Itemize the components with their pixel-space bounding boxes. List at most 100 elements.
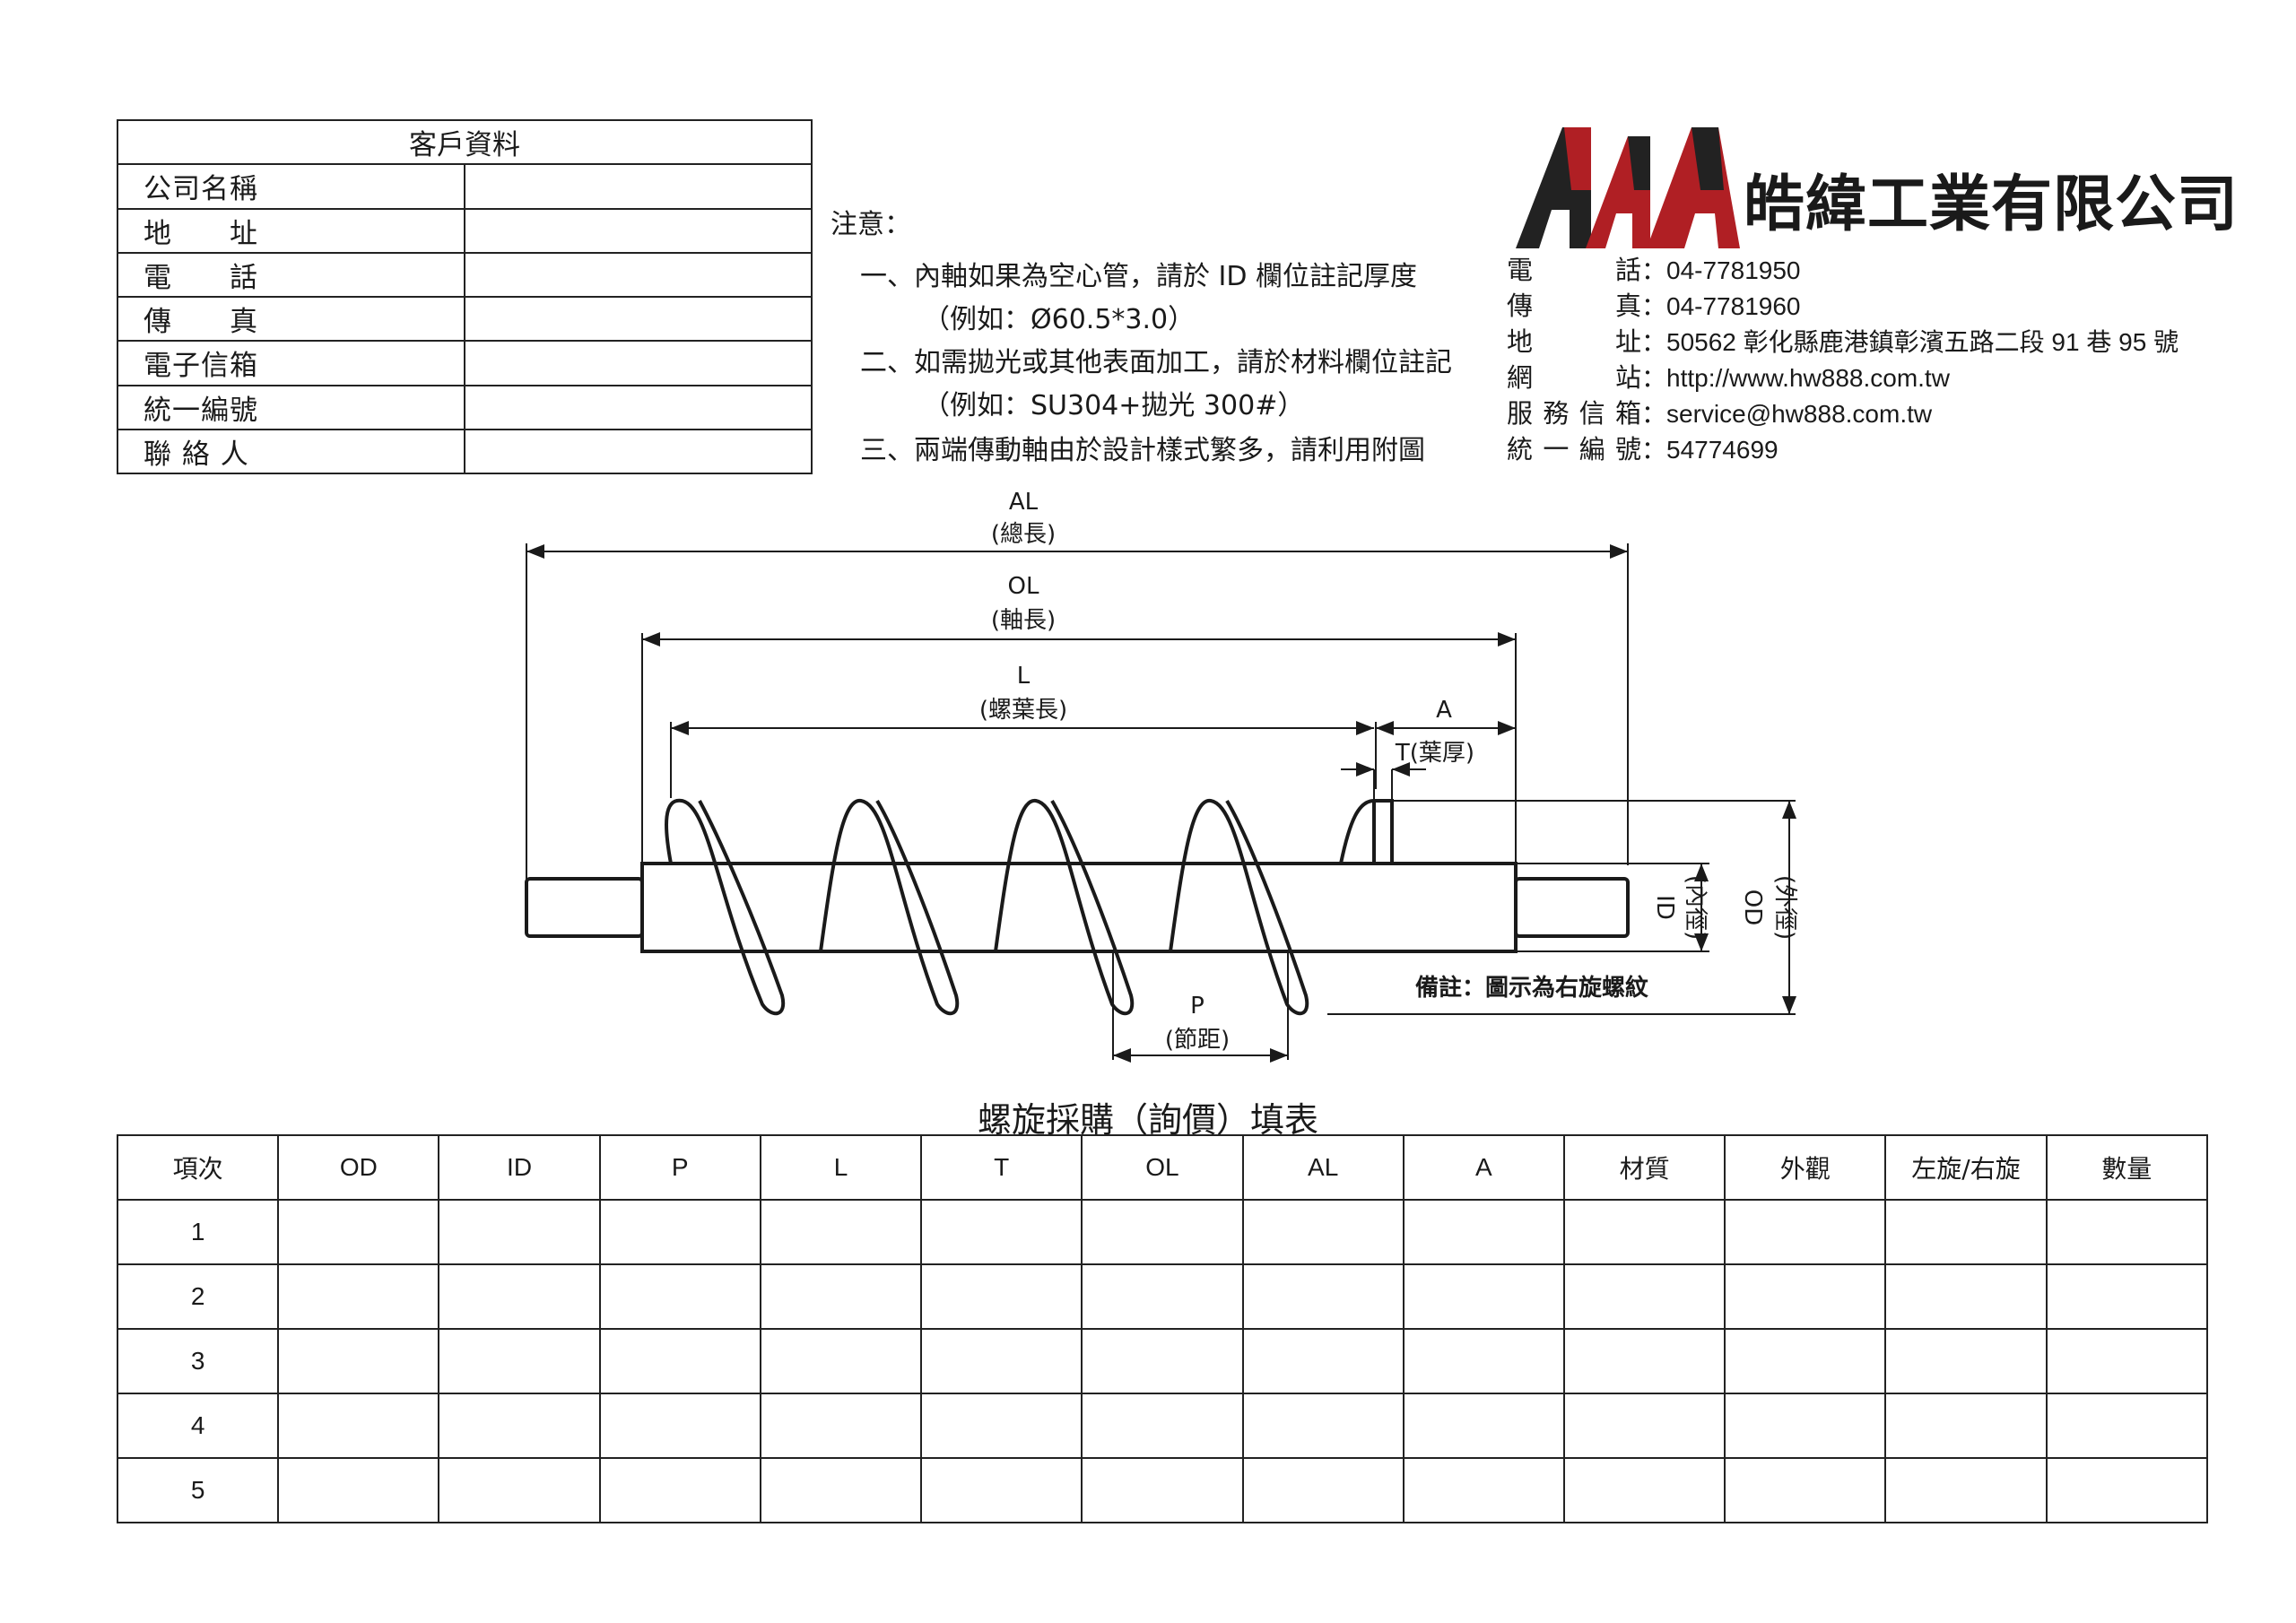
cell-id[interactable]	[438, 1199, 601, 1265]
cell-finish[interactable]	[1724, 1457, 1887, 1523]
company-name-label: 公司名稱	[117, 163, 465, 210]
table-row: 5	[116, 1457, 2209, 1523]
cell-ol[interactable]	[1081, 1457, 1244, 1523]
cell-l[interactable]	[759, 1263, 923, 1330]
cell-p[interactable]	[598, 1393, 761, 1459]
cell-id[interactable]	[438, 1263, 601, 1330]
cell-id[interactable]	[438, 1457, 601, 1523]
tax-id-label: 統一編號	[117, 384, 465, 430]
cell-od[interactable]	[277, 1199, 440, 1265]
cell-id[interactable]	[438, 1328, 601, 1394]
cell-material[interactable]	[1562, 1328, 1726, 1394]
cell-finish[interactable]	[1724, 1263, 1887, 1330]
website-link[interactable]: http://www.hw888.com.tw	[1666, 364, 1950, 392]
cell-p[interactable]	[598, 1328, 761, 1394]
cell-rotation[interactable]	[1884, 1457, 2048, 1523]
note-item: 二、如需拋光或其他表面加工，請於材料欄位註記 （例如：SU304+拋光 300#…	[860, 350, 1452, 420]
customer-info-table: 客戶資料 公司名稱 地 址 電 話 傳 真 電子信箱 統一編號 聯 絡 人	[117, 118, 813, 475]
cell-al[interactable]	[1241, 1263, 1405, 1330]
cell-ol[interactable]	[1081, 1393, 1244, 1459]
cell-material[interactable]	[1562, 1393, 1726, 1459]
row-number: 2	[116, 1263, 280, 1330]
cell-al[interactable]	[1241, 1328, 1405, 1394]
cell-rotation[interactable]	[1884, 1393, 2048, 1459]
cell-material[interactable]	[1562, 1199, 1726, 1265]
cell-t[interactable]	[920, 1263, 1083, 1330]
cell-l[interactable]	[759, 1457, 923, 1523]
table-row: 3	[116, 1328, 2209, 1394]
order-table: 項次 OD ID P L T OL AL A 材質 外觀 左旋/右旋 數量 1 …	[116, 1134, 2209, 1523]
cell-od[interactable]	[277, 1328, 440, 1394]
customer-row-contact: 聯 絡 人	[117, 428, 813, 475]
cell-od[interactable]	[277, 1263, 440, 1330]
contact-label: 傳 真	[1507, 291, 1641, 321]
cell-rotation[interactable]	[1884, 1199, 2048, 1265]
contact-row-website: 網 站：http://www.hw888.com.tw	[1507, 357, 1950, 393]
cell-rotation[interactable]	[1884, 1263, 2048, 1330]
cell-material[interactable]	[1562, 1263, 1726, 1330]
fax-field[interactable]	[464, 295, 813, 343]
cell-a[interactable]	[1402, 1393, 1565, 1459]
cell-l[interactable]	[759, 1393, 923, 1459]
row-number: 3	[116, 1328, 280, 1394]
cell-al[interactable]	[1241, 1457, 1405, 1523]
customer-row-fax: 傳 真	[117, 295, 813, 343]
row-number: 4	[116, 1393, 280, 1459]
cell-t[interactable]	[920, 1199, 1083, 1265]
cell-ol[interactable]	[1081, 1199, 1244, 1265]
cell-quantity[interactable]	[2045, 1457, 2209, 1523]
contact-row-phone: 電 話：04-7781950	[1507, 249, 1801, 285]
cell-quantity[interactable]	[2045, 1328, 2209, 1394]
od-code: OD	[1739, 890, 1766, 926]
contact-label: 電 話	[1507, 255, 1641, 285]
cell-p[interactable]	[598, 1457, 761, 1523]
phone-label: 電 話	[117, 251, 465, 299]
contact-row-address: 地 址：50562 彰化縣鹿港鎮彰濱五路二段 91 巷 95 號	[1507, 321, 2179, 357]
cell-finish[interactable]	[1724, 1393, 1887, 1459]
cell-a[interactable]	[1402, 1199, 1565, 1265]
cell-rotation[interactable]	[1884, 1328, 2048, 1394]
company-logo	[1516, 127, 1740, 248]
cell-l[interactable]	[759, 1328, 923, 1394]
al-code: AL	[1009, 489, 1039, 516]
col-header-finish: 外觀	[1724, 1134, 1887, 1201]
contact-sep: ：	[1641, 436, 1667, 464]
note-example: （例如：Ø60.5*3.0）	[923, 304, 1196, 335]
table-row: 4	[116, 1393, 2209, 1459]
cell-p[interactable]	[598, 1199, 761, 1265]
contact-value: 04-7781950	[1666, 256, 1801, 284]
cell-quantity[interactable]	[2045, 1199, 2209, 1265]
cell-al[interactable]	[1241, 1199, 1405, 1265]
address-field[interactable]	[464, 207, 813, 254]
cell-p[interactable]	[598, 1263, 761, 1330]
cell-ol[interactable]	[1081, 1263, 1244, 1330]
cell-od[interactable]	[277, 1393, 440, 1459]
col-header-item: 項次	[116, 1134, 280, 1201]
cell-al[interactable]	[1241, 1393, 1405, 1459]
email-field[interactable]	[464, 340, 813, 386]
cell-t[interactable]	[920, 1328, 1083, 1394]
cell-finish[interactable]	[1724, 1328, 1887, 1394]
cell-quantity[interactable]	[2045, 1263, 2209, 1330]
phone-field[interactable]	[464, 251, 813, 299]
cell-t[interactable]	[920, 1393, 1083, 1459]
cell-a[interactable]	[1402, 1457, 1565, 1523]
cell-material[interactable]	[1562, 1457, 1726, 1523]
tax-id-field[interactable]	[464, 384, 813, 430]
cell-od[interactable]	[277, 1457, 440, 1523]
cell-a[interactable]	[1402, 1328, 1565, 1394]
cell-id[interactable]	[438, 1393, 601, 1459]
contact-person-field[interactable]	[464, 428, 813, 475]
cell-finish[interactable]	[1724, 1199, 1887, 1265]
cell-ol[interactable]	[1081, 1328, 1244, 1394]
logo-letter-a	[1586, 136, 1650, 248]
col-header-ol: OL	[1081, 1134, 1244, 1201]
company-name-field[interactable]	[464, 163, 813, 210]
company-name: 皓緯工業有限公司	[1744, 169, 2239, 240]
cell-t[interactable]	[920, 1457, 1083, 1523]
cell-l[interactable]	[759, 1199, 923, 1265]
cell-a[interactable]	[1402, 1263, 1565, 1330]
cell-quantity[interactable]	[2045, 1393, 2209, 1459]
email-label: 電子信箱	[117, 340, 465, 386]
email-link[interactable]: service@hw888.com.tw	[1666, 400, 1933, 428]
